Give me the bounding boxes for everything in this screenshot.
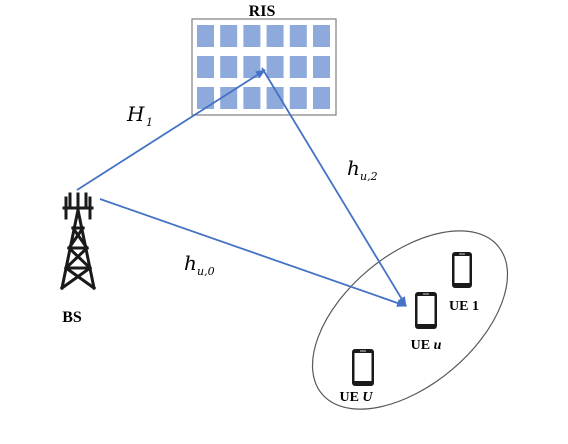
smartphone-icon bbox=[452, 252, 472, 288]
ris-element bbox=[266, 87, 284, 109]
ris-element bbox=[289, 25, 307, 47]
ris-element bbox=[197, 56, 214, 78]
channel-hu2-subscript: u,2 bbox=[360, 170, 378, 183]
ris-element bbox=[313, 56, 330, 78]
ris-element bbox=[220, 87, 238, 109]
channel-hu0-subscript: u,0 bbox=[197, 265, 215, 278]
arrow-ris-to-ue bbox=[261, 67, 407, 307]
arrow-bs-to-ris bbox=[76, 69, 266, 191]
ris-element bbox=[289, 87, 307, 109]
channel-label-hu2: h u,2 bbox=[347, 156, 378, 183]
smartphone-icon bbox=[415, 292, 437, 329]
ueU-label: UE U bbox=[339, 390, 373, 405]
ris-element bbox=[266, 56, 284, 78]
channel-hu2-symbol: h bbox=[347, 156, 360, 180]
ris-element bbox=[289, 56, 307, 78]
channel-h1-symbol: H bbox=[126, 102, 145, 126]
ris-element bbox=[243, 25, 261, 47]
ueU-label-prefix: UE bbox=[339, 390, 362, 405]
ris-element bbox=[220, 25, 238, 47]
channel-label-hu0: h u,0 bbox=[184, 251, 215, 278]
bs-label: BS bbox=[62, 309, 82, 326]
ueU-label-var: U bbox=[362, 390, 373, 405]
ue1-label: UE 1 bbox=[449, 299, 479, 314]
ris-element bbox=[220, 56, 238, 78]
ris-element bbox=[197, 25, 214, 47]
smartphone-icon bbox=[352, 349, 374, 386]
channel-h1-subscript: 1 bbox=[146, 116, 153, 129]
cell-tower-icon bbox=[59, 192, 97, 291]
ris-panel bbox=[191, 18, 337, 116]
channel-hu0-symbol: h bbox=[184, 251, 197, 275]
ris-element bbox=[197, 87, 214, 109]
ris-element bbox=[243, 87, 261, 109]
channel-label-h1: H 1 bbox=[126, 102, 153, 129]
user-cluster-ellipse bbox=[311, 230, 509, 410]
arrow-bs-to-ue bbox=[99, 198, 407, 307]
ris-element bbox=[313, 87, 330, 109]
ueu-label-var: u bbox=[434, 338, 442, 353]
ris-label: RIS bbox=[249, 3, 276, 20]
ris-element bbox=[266, 25, 284, 47]
ris-element-grid bbox=[197, 25, 330, 109]
ueu-label: UE u bbox=[411, 338, 442, 353]
ris-element bbox=[313, 25, 330, 47]
ueu-label-prefix: UE bbox=[411, 338, 434, 353]
